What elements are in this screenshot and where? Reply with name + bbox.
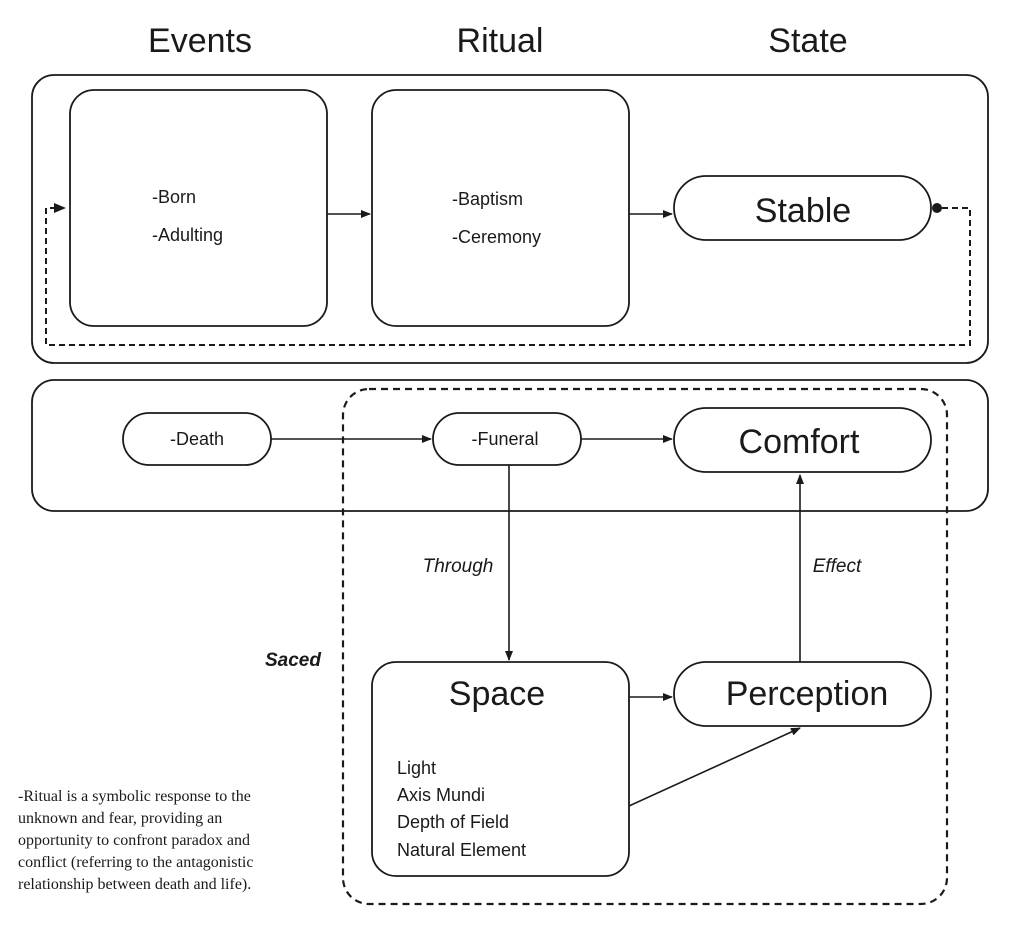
middle-row-container (31, 379, 989, 512)
space-item-depth-of-field: Depth of Field (397, 812, 509, 832)
death-label: -Death (170, 429, 224, 449)
comfort-box (673, 407, 932, 473)
arrow-space-items-to-perception (628, 727, 801, 807)
perception-label: Perception (726, 675, 889, 713)
header-state: State (768, 22, 847, 60)
effect-label: Effect (813, 556, 862, 577)
feedback-loop-dashed (45, 207, 971, 346)
loop-start-dot (932, 203, 942, 213)
space-title: Space (449, 675, 545, 713)
stable-label: Stable (755, 192, 851, 230)
events-box (69, 89, 328, 327)
events-item-born: -Born (152, 187, 196, 207)
note-line-5: relationship between death and life). (18, 876, 251, 893)
space-item-axis-mundi: Axis Mundi (397, 785, 485, 805)
header-events: Events (148, 22, 252, 60)
feedback-loop-arrowhead (54, 203, 66, 213)
top-row-container (31, 74, 989, 364)
sacred-group-dashed (341, 387, 949, 906)
stable-box (673, 175, 932, 241)
through-label: Through (423, 556, 494, 577)
ritual-item-ceremony: -Ceremony (452, 227, 541, 247)
events-item-adulting: -Adulting (152, 225, 223, 245)
ritual-item-baptism: -Baptism (452, 189, 523, 209)
comfort-label: Comfort (739, 423, 860, 461)
note-line-3: opportunity to confront paradox and (18, 832, 250, 849)
note-line-4: conflict (referring to the antagonistic (18, 854, 253, 871)
ritual-box (371, 89, 630, 327)
note-line-2: unknown and fear, providing an (18, 810, 222, 827)
funeral-label: -Funeral (471, 429, 538, 449)
perception-box (673, 661, 932, 727)
sacred-label: Saced (265, 650, 321, 671)
space-item-natural-element: Natural Element (397, 840, 526, 860)
space-box (371, 661, 630, 877)
header-ritual: Ritual (457, 22, 544, 60)
note-line-1: -Ritual is a symbolic response to the (18, 788, 251, 805)
space-item-light: Light (397, 758, 436, 778)
